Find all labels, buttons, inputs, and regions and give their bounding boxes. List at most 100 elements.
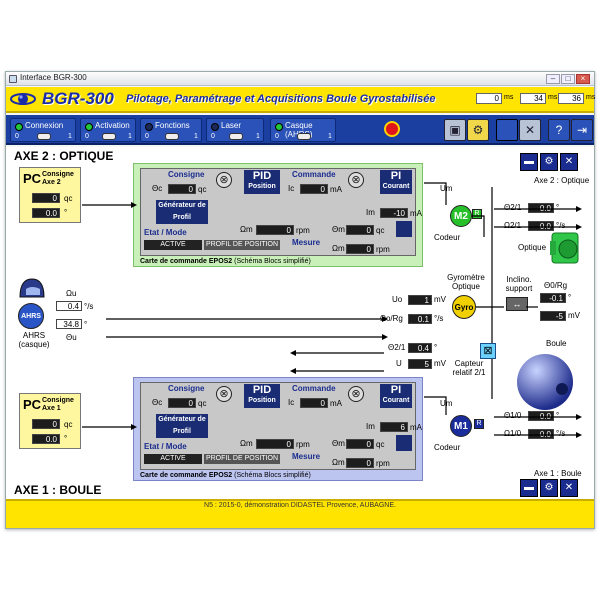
axe1-ic-label: Ic xyxy=(288,398,295,407)
axe1-reducer-icon: R xyxy=(474,419,484,429)
uo-unit: mV xyxy=(434,295,446,304)
toggle-on-label: 1 xyxy=(128,133,132,140)
help-icon[interactable]: ? xyxy=(548,119,570,141)
axe2-etat-label: Etat / Mode xyxy=(144,228,187,237)
axe1-pc-qc-field[interactable]: 0 xyxy=(32,419,60,429)
axe1-um-label: Um xyxy=(440,399,453,408)
helmet-icon xyxy=(19,278,45,298)
toggle-switch[interactable] xyxy=(297,133,311,140)
theta21b-unit: ° xyxy=(434,343,438,352)
axe2-pc-deg-field[interactable]: 0.0 xyxy=(32,208,60,218)
axe1-ic-field: 0 xyxy=(300,398,328,408)
timing-2-unit: ms xyxy=(548,94,558,101)
axe2-settings-icon[interactable]: ⚙ xyxy=(540,153,558,171)
status-led-icon xyxy=(15,123,23,131)
axe1-mode: PROFIL DE POSITION xyxy=(204,454,280,464)
theta-org-unit: ° xyxy=(568,293,572,302)
axe1-card: Consigne Θc 0 qc Générateur de Profil ⊗ … xyxy=(133,377,423,481)
axe1-pc-deg-field[interactable]: 0.0 xyxy=(32,434,60,444)
gyro-title: Gyromètre Optique xyxy=(447,273,485,291)
toggle-switch[interactable] xyxy=(102,133,116,140)
boule-icon xyxy=(517,354,573,410)
capteur-label: Capteur relatif 2/1 xyxy=(452,359,486,377)
axe2-omega-m2-unit: rpm xyxy=(376,245,390,254)
inclinometer-icon: ↔ xyxy=(506,297,528,311)
axe1-consigne-label: Consigne xyxy=(168,384,205,393)
axe2-sum2-icon: ⊗ xyxy=(348,172,364,188)
status-bar: N5 : 2015-0, démonstration DIDASTEL Prov… xyxy=(6,499,594,528)
axe2-motor-m2: M2 xyxy=(450,205,472,227)
gyro-sensor: Gyro xyxy=(452,295,476,319)
axe1-pc-qc-unit: qc xyxy=(64,420,73,429)
axe2-sensor-block xyxy=(396,221,412,237)
axe1-codeur-label: Codeur xyxy=(434,443,461,452)
optique-icon xyxy=(550,232,579,264)
ahrs-button[interactable]: AHRS xyxy=(18,303,44,329)
axe2-card-caption: Carte de commande EPOS2 (Schéma Blocs si… xyxy=(140,258,311,265)
axe1-omega-m1-field: 0 xyxy=(256,439,294,449)
toggle-switch[interactable] xyxy=(165,133,179,140)
status-led-icon xyxy=(85,123,93,131)
omega-org-label: Ωo/Rg xyxy=(380,314,403,323)
axe1-theta10-field: 0.0 xyxy=(528,411,554,421)
axe2-pid-block: PID Position xyxy=(244,170,280,194)
axe1-thetac-unit: qc xyxy=(198,399,207,408)
axe1-im-unit: mA xyxy=(410,423,422,432)
u-label: U xyxy=(396,359,402,368)
axe2-consigne-label: Consigne xyxy=(168,170,205,179)
axe2-omega21-label: Ω2/1 xyxy=(504,221,522,230)
status-led-icon xyxy=(275,123,283,131)
blank-button[interactable] xyxy=(496,119,518,141)
axe1-mesure-label: Mesure xyxy=(292,452,321,461)
axe2-um-label: Um xyxy=(440,184,453,193)
axe1-sensor-block xyxy=(396,435,412,451)
axe2-hardware-icon[interactable]: ▬ xyxy=(520,153,538,171)
app-title: BGR-300 xyxy=(42,89,114,108)
inclino-mv-unit: mV xyxy=(568,311,580,320)
axe1-etat-label: Etat / Mode xyxy=(144,442,187,451)
toggle-switch[interactable] xyxy=(229,133,243,140)
chart-icon[interactable]: ✕ xyxy=(519,119,541,141)
exit-icon[interactable]: ⇥ xyxy=(571,119,593,141)
axe2-title: AXE 2 : OPTIQUE xyxy=(14,149,114,163)
axe2-omega-m1-label: Ωm xyxy=(240,225,253,234)
emergency-stop-button[interactable] xyxy=(384,121,400,137)
axe2-omega-m1-field: 0 xyxy=(256,225,294,235)
axe1-signal-icon[interactable]: ✕ xyxy=(560,479,578,497)
axe2-im-unit: mA xyxy=(410,209,422,218)
maximize-button[interactable]: □ xyxy=(561,74,575,84)
axe2-theta21-unit: ° xyxy=(556,203,560,212)
axe1-omega-m2-field: 0 xyxy=(346,458,374,468)
axe2-pc-label: PC xyxy=(23,171,42,186)
axe1-omega-m1-label: Ωm xyxy=(240,439,253,448)
control-group-label: Activation xyxy=(95,121,130,130)
axe1-theta10-label: Θ1/0 xyxy=(504,411,522,420)
toggle-switch[interactable] xyxy=(37,133,51,140)
axe2-thetac-label: Θc xyxy=(152,184,163,193)
axe2-signal-icon[interactable]: ✕ xyxy=(560,153,578,171)
minimize-button[interactable]: – xyxy=(546,74,560,84)
axe1-settings-icon[interactable]: ⚙ xyxy=(540,479,558,497)
window-title: Interface BGR-300 xyxy=(20,73,87,82)
axe2-state-active: ACTIVE xyxy=(144,240,202,250)
axe2-pi-block: PI Courant xyxy=(380,170,412,194)
axe1-hardware-icon[interactable]: ▬ xyxy=(520,479,538,497)
close-button[interactable]: × xyxy=(576,74,590,84)
axe2-ic-field: 0 xyxy=(300,184,328,194)
axe2-pc-qc-unit: qc xyxy=(64,194,73,203)
app-subtitle: Pilotage, Paramétrage et Acquisitions Bo… xyxy=(126,93,436,105)
axe2-pc-qc-field[interactable]: 0 xyxy=(32,193,60,203)
hardware-icon[interactable]: ▣ xyxy=(444,119,466,141)
timing-3-unit: ms xyxy=(586,94,596,101)
axe2-codeur-label: Codeur xyxy=(434,233,461,242)
axe1-thetac-field: 0 xyxy=(168,398,196,408)
axe1-axis-label: Axe 1 : Boule xyxy=(534,469,582,478)
relative-sensor-icon: ⊠ xyxy=(480,343,496,359)
window-icon xyxy=(9,75,17,83)
toggle-off-label: 0 xyxy=(275,133,279,140)
settings-gear-icon[interactable]: ⚙ xyxy=(467,119,489,141)
toggle-on-label: 1 xyxy=(194,133,198,140)
